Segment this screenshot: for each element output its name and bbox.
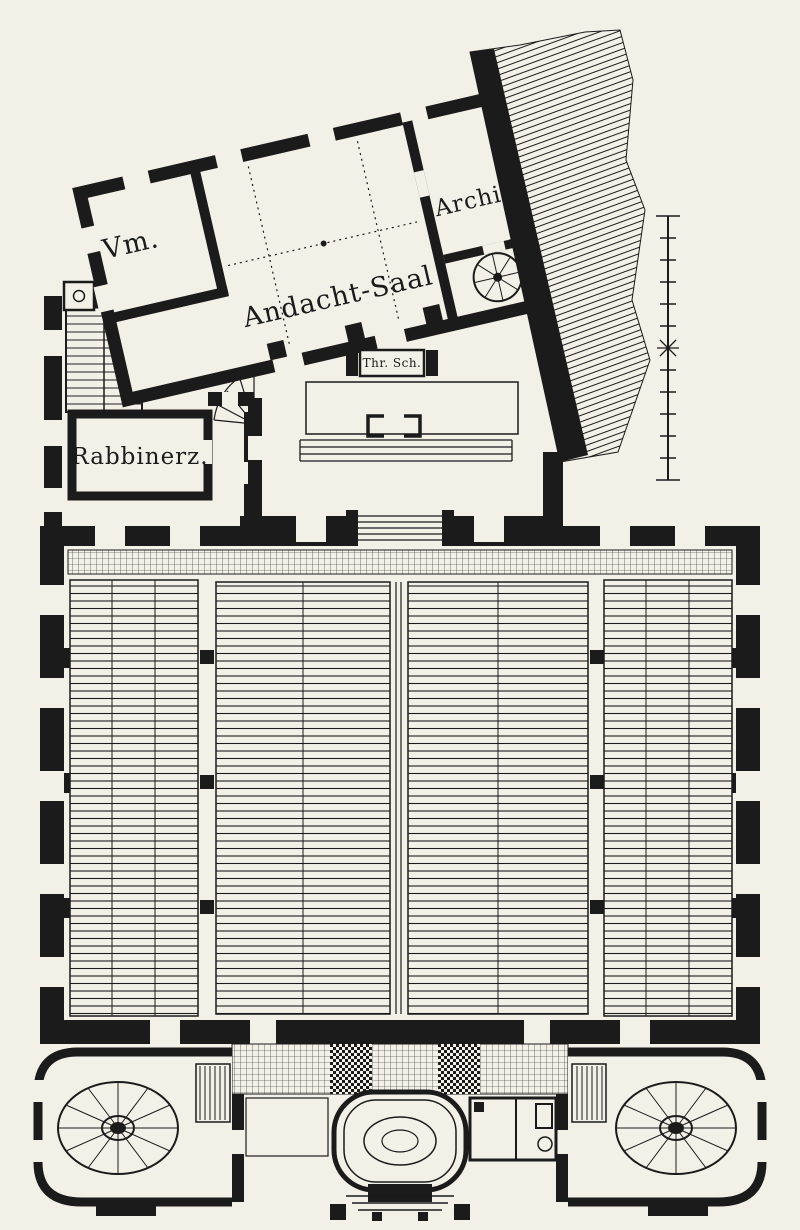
pew-bank-right bbox=[603, 579, 733, 1017]
bima-vestibule: Thr. Sch. bbox=[240, 348, 563, 546]
scale-bar-star bbox=[657, 339, 679, 357]
hall-south-wall bbox=[40, 1020, 760, 1044]
entrance-mosaic bbox=[231, 1043, 569, 1095]
room-rabbinerzimmer: Rabbinerz. bbox=[67, 409, 213, 501]
upper-wing: Vm. Andacht-Saal Archiv. bbox=[72, 86, 565, 408]
label-thora-schrein: Thr. Sch. bbox=[363, 356, 422, 370]
mosaic-strip-north bbox=[67, 549, 733, 575]
hall-entrance-steps bbox=[358, 515, 442, 541]
stair-tower-left bbox=[33, 1047, 232, 1216]
corridor-left bbox=[245, 1097, 329, 1157]
stair-tower-right bbox=[568, 1047, 767, 1216]
hall-columns bbox=[200, 650, 604, 914]
rooms-right-of-apse bbox=[468, 1096, 558, 1162]
center-aisle-divider bbox=[395, 582, 402, 1014]
pew-bank-left bbox=[69, 579, 199, 1017]
vm-east-wall bbox=[190, 169, 229, 297]
scale-bar bbox=[656, 215, 680, 481]
vault-dotted-lines bbox=[227, 141, 422, 348]
wedge-hatched-area bbox=[469, 29, 651, 463]
checker-panel-left bbox=[330, 1044, 372, 1094]
archiv-west-wall bbox=[402, 120, 459, 322]
entrance-apse bbox=[330, 1089, 470, 1221]
label-rabbinerzimmer: Rabbinerz. bbox=[71, 444, 208, 470]
bima-steps bbox=[299, 439, 513, 462]
vm-south-wall bbox=[111, 286, 230, 323]
torah-shrine: Thr. Sch. bbox=[346, 348, 438, 378]
vault-center-ornament bbox=[320, 240, 327, 247]
wedge-party-wall bbox=[470, 49, 588, 462]
entrance-steps bbox=[346, 1195, 454, 1211]
main-hall bbox=[40, 526, 760, 1044]
porch-column bbox=[72, 289, 86, 303]
neighbor-building-wedge bbox=[469, 29, 651, 463]
bima-platform bbox=[305, 381, 519, 435]
entrance-zone bbox=[33, 1030, 767, 1221]
checker-panel-right bbox=[438, 1044, 480, 1094]
